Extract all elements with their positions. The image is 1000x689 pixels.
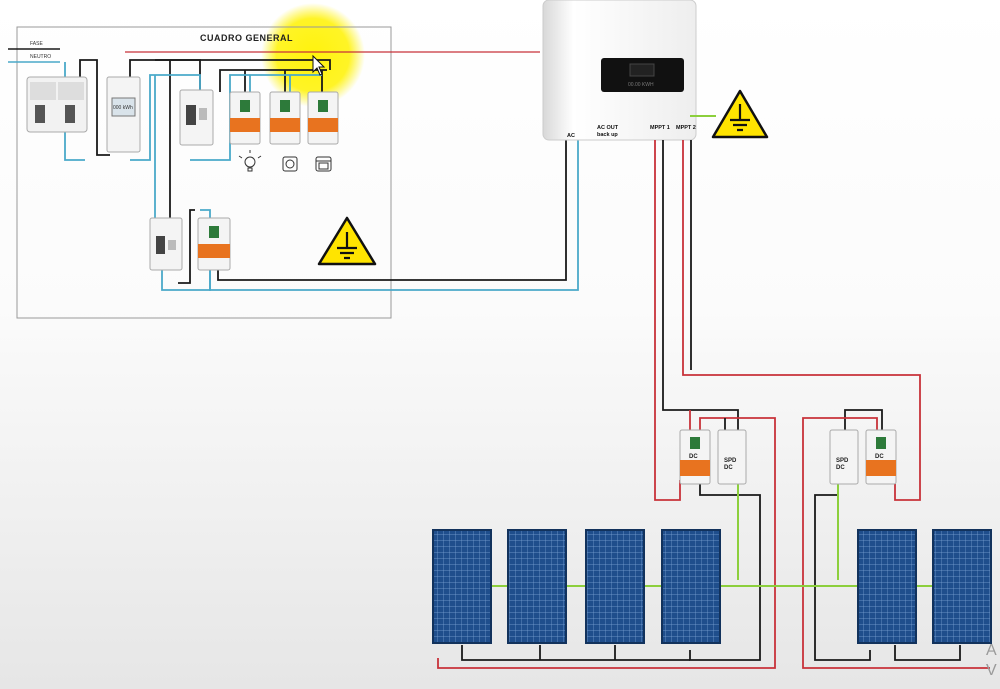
phase-line-label: FASE [30,41,43,47]
differential-breaker-1[interactable] [179,89,214,146]
solar-panel [932,529,992,644]
neutral-line-label: NEUTRO [30,54,51,60]
oven-icon [315,156,332,172]
dc-breaker-2-label: DC [875,454,884,460]
light-bulb-icon [238,150,262,172]
dc-breaker-2[interactable]: DC [865,429,897,485]
dc-breaker-1[interactable]: DC [679,429,711,485]
energy-meter: 000 kWh [106,76,141,153]
mouse-cursor-icon [312,54,326,76]
port-label-mppt2: MPPT 2 [676,125,696,131]
distribution-board [16,26,392,319]
solar-panel [585,529,645,644]
circuit-breaker-inverter[interactable] [197,217,231,271]
circuit-breaker-sockets[interactable] [269,91,301,145]
main-switch[interactable] [26,76,88,133]
inverter-earth-sign [711,89,769,139]
meter-reading: 000 kWh [113,105,133,111]
solar-panel [661,529,721,644]
cursor-highlight [261,3,365,107]
circuit-breaker-lighting[interactable] [229,91,261,145]
inverter-display-text: 00.00 KWH [628,82,654,88]
solar-panel [507,529,567,644]
board-title: CUADRO GENERAL [200,33,293,43]
differential-breaker-2[interactable] [149,217,183,271]
solar-panel [432,529,492,644]
socket-icon [282,156,298,172]
dc-breaker-1-label: DC [689,454,698,460]
circuit-breaker-oven[interactable] [307,91,339,145]
solar-panel [857,529,917,644]
port-label-mppt1: MPPT 1 [650,125,670,131]
port-label-ac: AC [567,133,575,139]
earth-warning-sign [317,216,377,266]
